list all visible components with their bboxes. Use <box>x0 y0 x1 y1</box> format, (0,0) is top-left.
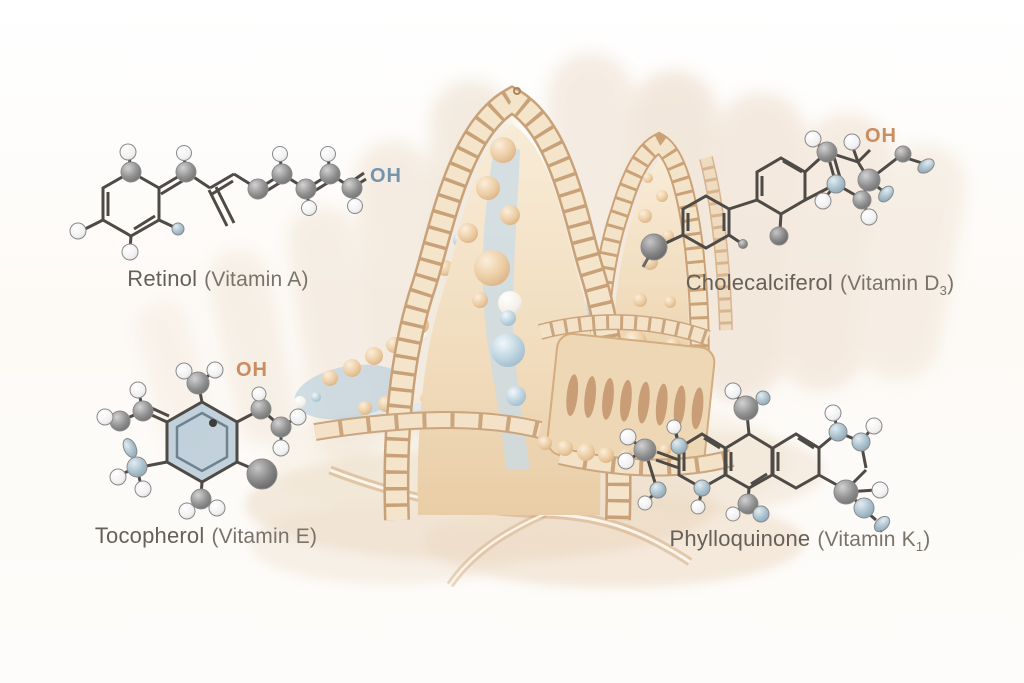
cholecalciferol-oh-label: OH <box>865 125 897 147</box>
retinol-name: Retinol <box>127 266 198 291</box>
tocopherol-qualifier: (Vitamin E) <box>211 525 318 548</box>
retinol-structure: OH <box>69 143 402 261</box>
cholecalciferol-qualifier: (Vitamin D3) <box>840 272 955 299</box>
epithelium-slab <box>546 332 716 470</box>
phylloquinone-name: Phylloquinone <box>669 526 811 551</box>
cholecalciferol-name: Cholecalciferol <box>685 270 833 295</box>
phylloquinone-structure <box>617 382 891 533</box>
cholecalciferol-label: Cholecalciferol (Vitamin D3) <box>680 270 960 298</box>
phylloquinone-qualifier: (Vitamin K1) <box>817 528 931 555</box>
cholecalciferol-structure: OH <box>640 125 935 268</box>
villus-tip-dot <box>513 87 521 95</box>
tocopherol-structure: OH <box>96 359 307 520</box>
tocopherol-oh-label: OH <box>236 359 268 381</box>
retinol-qualifier: (Vitamin A) <box>204 268 309 291</box>
left-villus-droplets <box>458 137 526 406</box>
phylloquinone-label: Phylloquinone(Vitamin K1) <box>660 526 940 554</box>
tocopherol-name: Tocopherol <box>94 523 205 548</box>
tocopherol-label: Tocopherol (Vitamin E) <box>86 523 326 551</box>
retinol-label: Retinol (Vitamin A) <box>98 266 338 294</box>
retinol-oh-label: OH <box>370 165 402 187</box>
